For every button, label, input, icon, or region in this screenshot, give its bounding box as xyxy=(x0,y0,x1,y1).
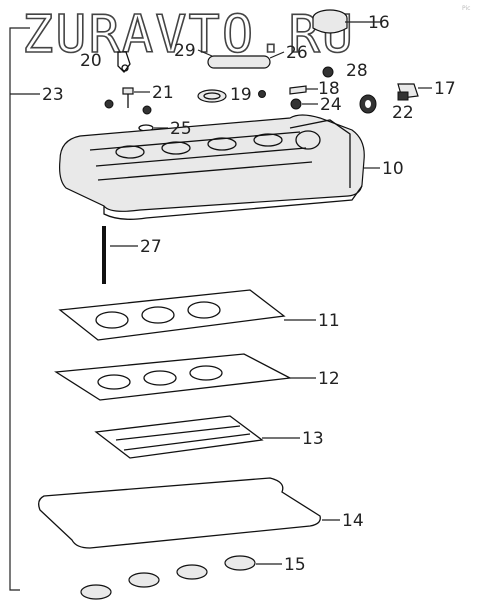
tube-seals-15 xyxy=(80,555,282,600)
callout-13: 13 xyxy=(302,429,324,449)
callout-22: 22 xyxy=(392,103,414,123)
grommet xyxy=(359,94,377,114)
valve-cover xyxy=(59,114,380,220)
baffle-13 xyxy=(94,415,300,459)
corner-mark: Pic xyxy=(462,5,470,12)
callout-17: 17 xyxy=(434,79,456,99)
callout-28: 28 xyxy=(346,61,368,81)
callout-20: 20 xyxy=(80,51,102,71)
nut-part xyxy=(322,66,334,78)
bolt-part xyxy=(122,87,150,108)
callout-26: 26 xyxy=(286,43,308,63)
pin-part xyxy=(289,85,318,95)
callout-24: 24 xyxy=(320,95,342,115)
callout-10: 10 xyxy=(382,159,404,179)
callout-11: 11 xyxy=(318,311,340,331)
breather-tube xyxy=(197,49,285,69)
callout-21: 21 xyxy=(152,83,174,103)
plate-12 xyxy=(54,353,316,401)
cover-gasket-14 xyxy=(38,477,340,549)
nut-part-24 xyxy=(290,98,318,110)
callout-16: 16 xyxy=(368,13,390,33)
callout-27: 27 xyxy=(140,237,162,257)
callout-23: 23 xyxy=(42,85,64,105)
head-gasket-11 xyxy=(58,289,316,341)
callout-12: 12 xyxy=(318,369,340,389)
callout-19: 19 xyxy=(230,85,252,105)
callout-29: 29 xyxy=(174,41,196,61)
bracket-23 xyxy=(9,27,40,591)
callout-18: 18 xyxy=(318,79,340,99)
callout-14: 14 xyxy=(342,511,364,531)
oil-filler-cap xyxy=(312,9,380,34)
stud-bolt xyxy=(102,226,138,284)
watermark-text: ZURAVTO.RU xyxy=(22,5,355,65)
clip-part xyxy=(117,51,131,73)
callout-15: 15 xyxy=(284,555,306,575)
sensor xyxy=(397,83,432,101)
callout-25: 25 xyxy=(170,119,192,139)
seal-ring xyxy=(197,89,266,103)
small-nuts xyxy=(104,99,152,115)
